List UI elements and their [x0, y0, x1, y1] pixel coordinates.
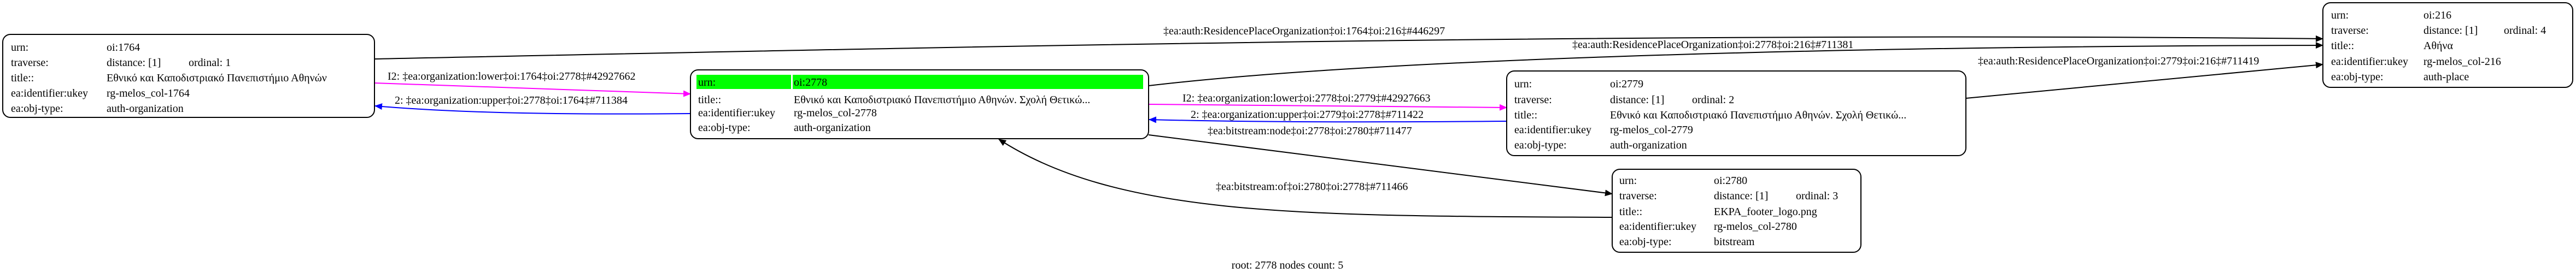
- ukey-label: ea:identifier:ukey: [11, 87, 88, 99]
- traverse-label: traverse:: [11, 57, 49, 69]
- type-value: auth-place: [2423, 71, 2469, 83]
- node-oi-216[interactable]: urn: oi:216 traverse: distance: [1] ordi…: [2322, 2, 2573, 88]
- edge-label: I2: ‡ea:organization:lower‡oi:2778‡oi:27…: [1182, 92, 1430, 104]
- edge-line: [374, 103, 691, 115]
- distance-value: distance: [1]: [1610, 94, 1664, 106]
- edge-label: I2: ‡ea:organization:lower‡oi:1764‡oi:27…: [388, 70, 635, 82]
- urn-value: oi:216: [2423, 9, 2451, 21]
- edge-line: [1148, 104, 1507, 111]
- edge-2779-216[interactable]: ‡ea:auth:ResidencePlaceOrganization‡oi:2…: [1965, 55, 2323, 99]
- type-label: ea:obj-type:: [698, 122, 751, 134]
- ordinal-value: ordinal: 2: [1692, 94, 1734, 106]
- title-value: Αθήνα: [2423, 40, 2454, 52]
- edge-line: [1965, 62, 2323, 99]
- ukey-value: rg-melos_col-2779: [1610, 124, 1693, 136]
- type-label: ea:obj-type:: [1514, 139, 1567, 151]
- ukey-label: ea:identifier:ukey: [698, 107, 775, 119]
- edge-line: [374, 35, 2323, 60]
- type-label: ea:obj-type:: [1619, 236, 1672, 248]
- edge-label: 2: ‡ea:organization:upper‡oi:2779‡oi:277…: [1191, 109, 1424, 121]
- distance-value: distance: [1]: [107, 57, 161, 69]
- title-label: title::: [1514, 109, 1537, 121]
- edge-label: ‡ea:bitstream:of‡oi:2780‡oi:2778‡#711466: [1216, 181, 1408, 193]
- edge-label: ‡ea:bitstream:node‡oi:2778‡oi:2780‡#7114…: [1208, 125, 1412, 137]
- ukey-value: rg-melos_col-2778: [794, 107, 877, 119]
- title-label: title::: [11, 72, 34, 84]
- distance-value: distance: [1]: [1714, 190, 1768, 202]
- ordinal-value: ordinal: 1: [189, 57, 231, 69]
- graph-footer: root: 2778 nodes count: 5: [1232, 259, 1343, 271]
- urn-value: oi:1764: [107, 41, 140, 54]
- edge-2778-1764-upper[interactable]: 2: ‡ea:organization:upper‡oi:2778‡oi:176…: [374, 94, 691, 115]
- urn-value: oi:2778: [794, 76, 827, 88]
- title-value: Εθνικό και Καποδιστριακό Πανεπιστήμιο Αθ…: [794, 94, 1090, 106]
- edge-label: ‡ea:auth:ResidencePlaceOrganization‡oi:1…: [1163, 25, 1445, 37]
- edge-line: [1148, 42, 2323, 86]
- distance-value: distance: [1]: [2423, 25, 2478, 37]
- urn-value: oi:2780: [1714, 175, 1747, 187]
- urn-label: urn:: [11, 41, 28, 54]
- type-value: bitstream: [1714, 236, 1755, 248]
- title-value: EKPA_footer_logo.png: [1714, 206, 1817, 218]
- traverse-label: traverse:: [1514, 94, 1552, 106]
- node-oi-2778-root[interactable]: urn: oi:2778 title:: Εθνικό και Καποδιστ…: [690, 69, 1149, 139]
- title-value: Εθνικό και Καποδιστριακό Πανεπιστήμιο Αθ…: [107, 72, 327, 84]
- type-label: ea:obj-type:: [11, 103, 63, 115]
- ukey-value: rg-melos_col-1764: [107, 87, 190, 99]
- urn-label: urn:: [698, 76, 716, 88]
- edge-label: 2: ‡ea:organization:upper‡oi:2778‡oi:176…: [395, 94, 628, 106]
- root-highlight-cell: [696, 75, 791, 89]
- edge-line: [1149, 116, 1507, 123]
- type-label: ea:obj-type:: [2331, 71, 2384, 83]
- edge-label: ‡ea:auth:ResidencePlaceOrganization‡oi:2…: [1572, 39, 1853, 51]
- edge-line: [374, 82, 691, 97]
- type-value: auth-organization: [1610, 139, 1687, 151]
- urn-label: urn:: [1619, 175, 1637, 187]
- urn-value: oi:2779: [1610, 78, 1643, 90]
- type-value: auth-organization: [794, 122, 871, 134]
- edge-2778-216[interactable]: ‡ea:auth:ResidencePlaceOrganization‡oi:2…: [1148, 39, 2323, 86]
- edge-1764-2778-lower[interactable]: I2: ‡ea:organization:lower‡oi:1764‡oi:27…: [374, 70, 691, 97]
- edge-line: [998, 139, 1613, 218]
- edge-1764-216[interactable]: ‡ea:auth:ResidencePlaceOrganization‡oi:1…: [374, 25, 2323, 60]
- ukey-label: ea:identifier:ukey: [1514, 124, 1591, 136]
- edge-line: [1148, 134, 1613, 197]
- ukey-label: ea:identifier:ukey: [2331, 56, 2408, 68]
- ordinal-value: ordinal: 4: [2504, 25, 2546, 37]
- root-highlight-cell: [793, 75, 1143, 89]
- title-label: title::: [1619, 206, 1642, 218]
- edge-label: ‡ea:auth:ResidencePlaceOrganization‡oi:2…: [1978, 55, 2259, 67]
- node-oi-2779[interactable]: urn: oi:2779 traverse: distance: [1] ord…: [1506, 70, 1966, 156]
- traverse-label: traverse:: [1619, 190, 1657, 202]
- title-value: Εθνικό και Καποδιστριακό Πανεπιστήμιο Αθ…: [1610, 109, 1906, 121]
- type-value: auth-organization: [107, 103, 184, 115]
- urn-label: urn:: [2331, 9, 2349, 21]
- traverse-label: traverse:: [2331, 25, 2369, 37]
- node-oi-2780[interactable]: urn: oi:2780 traverse: distance: [1] ord…: [1612, 169, 1861, 253]
- ukey-label: ea:identifier:ukey: [1619, 221, 1696, 233]
- ukey-value: rg-melos_col-2780: [1714, 221, 1797, 233]
- edge-2779-2778-upper[interactable]: 2: ‡ea:organization:upper‡oi:2779‡oi:277…: [1149, 109, 1507, 123]
- edge-2778-2779-lower[interactable]: I2: ‡ea:organization:lower‡oi:2778‡oi:27…: [1148, 92, 1507, 111]
- title-label: title::: [698, 94, 721, 106]
- urn-label: urn:: [1514, 78, 1532, 90]
- node-oi-1764[interactable]: urn: oi:1764 traverse: distance: [1] ord…: [2, 34, 375, 118]
- edge-2780-2778[interactable]: ‡ea:bitstream:of‡oi:2780‡oi:2778‡#711466: [998, 139, 1613, 218]
- ordinal-value: ordinal: 3: [1796, 190, 1838, 202]
- edge-2778-2780[interactable]: ‡ea:bitstream:node‡oi:2778‡oi:2780‡#7114…: [1148, 125, 1613, 197]
- ukey-value: rg-melos_col-216: [2423, 56, 2501, 68]
- title-label: title::: [2331, 40, 2354, 52]
